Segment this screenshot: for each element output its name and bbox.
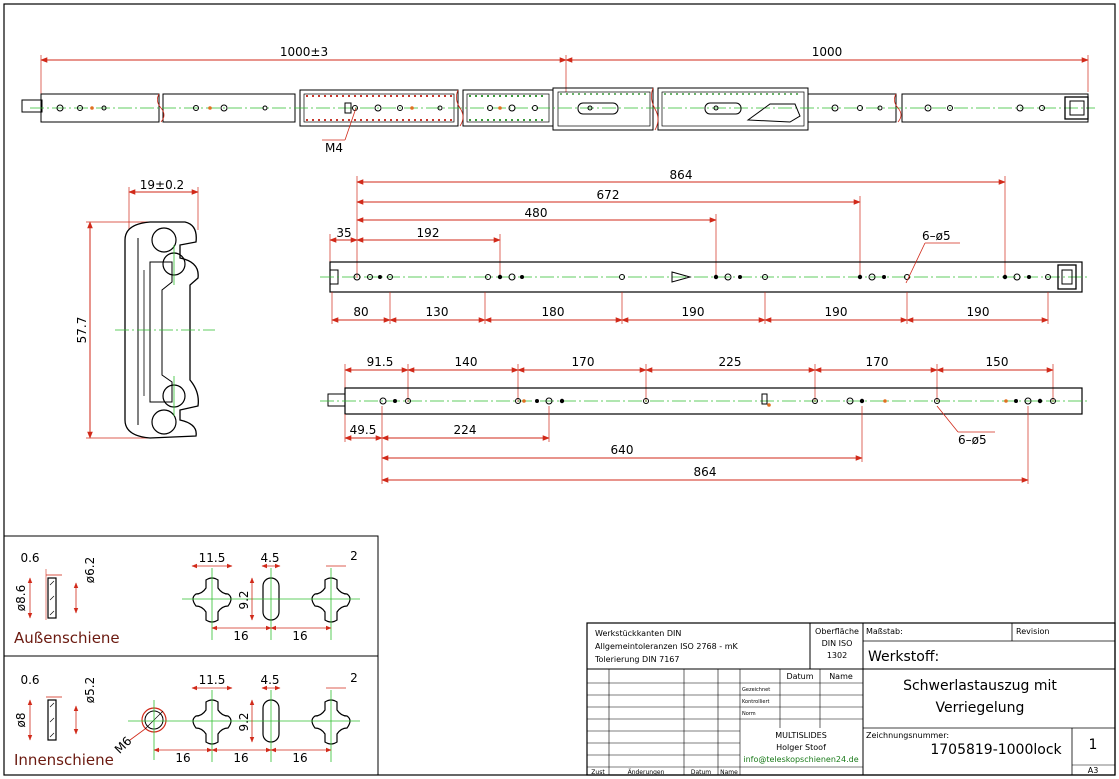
cross-section-view: 19±0.2 57.7: [75, 178, 215, 439]
outer-hole-label: 6–ø5: [922, 229, 951, 243]
top-view: 1000±3 1000: [21, 45, 1095, 155]
svg-text:16: 16: [292, 629, 307, 643]
dim-outer-672: 672: [597, 188, 620, 202]
thread-label-m4: M4: [325, 141, 343, 155]
tb-company-1: MULTISLIDES: [775, 731, 827, 740]
svg-text:9.2: 9.2: [237, 590, 251, 609]
inner-detail-label: Innenschiene: [14, 751, 114, 769]
tb-note-2: Allgemeintoleranzen ISO 2768 - mK: [595, 642, 739, 651]
title-block: [586, 622, 1116, 776]
tb-sheet-no: 1: [1089, 737, 1098, 753]
tb-surface-1: Oberfläche: [815, 627, 859, 636]
tb-title-1: Schwerlastauszug mit: [903, 678, 1057, 694]
dim-outer-864: 864: [670, 168, 693, 182]
svg-text:11.5: 11.5: [199, 551, 226, 565]
dim-inner-170-b: 170: [866, 355, 889, 369]
dim-outer-130: 130: [426, 305, 449, 319]
dim-top-right: 1000: [812, 45, 843, 59]
inner-hole-label: 6–ø5: [958, 433, 987, 447]
svg-text:ø6.2: ø6.2: [83, 557, 97, 583]
tb-note-1: Werkstückkanten DIN: [595, 629, 681, 638]
svg-text:16: 16: [292, 751, 307, 765]
svg-text:M6: M6: [112, 734, 135, 757]
tb-row-3: Norm: [742, 711, 756, 717]
outer-detail-label: Außenschiene: [14, 629, 120, 647]
dim-outer-192: 192: [417, 226, 440, 240]
inner-rail-view: 91.5 140 170 225 170 150 6–ø5: [320, 355, 1090, 484]
tb-surface-3: 1302: [827, 651, 847, 660]
dim-section-height: 57.7: [75, 317, 89, 344]
svg-text:16: 16: [175, 751, 190, 765]
dim-outer-190-a: 190: [682, 305, 705, 319]
svg-text:0.6: 0.6: [20, 673, 39, 687]
tb-col-name: Name: [829, 672, 853, 681]
tb-col-datum: Datum: [786, 672, 813, 681]
svg-text:9.2: 9.2: [237, 712, 251, 731]
dim-inner-225: 225: [719, 355, 742, 369]
tb-revision-label: Revision: [1016, 627, 1049, 636]
svg-text:2: 2: [350, 671, 358, 685]
svg-text:2: 2: [350, 549, 358, 563]
dim-inner-150: 150: [986, 355, 1009, 369]
dim-outer-480: 480: [525, 206, 548, 220]
tb-title-2: Verriegelung: [936, 700, 1025, 716]
dim-inner-864: 864: [694, 465, 717, 479]
tb-material-label: Werkstoff:: [868, 649, 939, 665]
tb-row-2: Kontrolliert: [742, 699, 770, 705]
svg-text:11.5: 11.5: [199, 673, 226, 687]
dim-inner-140: 140: [455, 355, 478, 369]
svg-text:ø5.2: ø5.2: [83, 677, 97, 703]
tb-foot-zust: Zust: [591, 769, 605, 776]
dim-inner-91-5: 91.5: [367, 355, 394, 369]
dim-section-width: 19±0.2: [140, 178, 184, 192]
tb-format: A3: [1088, 766, 1099, 775]
detail-outer: 0.6 ø6.2 ø8.6 Außenschiene 11.5 4.5 2: [14, 549, 360, 647]
tb-note-3: Tolerierung DIN 7167: [594, 655, 679, 664]
outer-rail-view: 864 672 480 192 35 6–ø5: [320, 168, 1090, 324]
dim-outer-35: 35: [336, 226, 351, 240]
svg-text:0.6: 0.6: [20, 551, 39, 565]
tb-foot-aend: Änderungen: [628, 769, 665, 776]
sheet-frame: [3, 3, 1116, 776]
tb-drawing-no-label: Zeichnungsnummer:: [866, 731, 949, 740]
tb-foot-datum: Datum: [691, 769, 711, 776]
tb-drawing-no: 1705819-1000lock: [930, 742, 1062, 758]
tb-company-2: Holger Stoof: [776, 743, 826, 752]
svg-text:16: 16: [233, 751, 248, 765]
svg-text:4.5: 4.5: [260, 673, 279, 687]
title-block-text: Werkstückkanten DIN Allgemeintoleranzen …: [591, 627, 1098, 776]
dim-inner-640: 640: [611, 443, 634, 457]
dim-outer-180: 180: [542, 305, 565, 319]
svg-text:4.5: 4.5: [260, 551, 279, 565]
tb-email-link[interactable]: info@teleskopschienen24.de: [743, 755, 858, 764]
dim-outer-190-b: 190: [825, 305, 848, 319]
dim-outer-80: 80: [353, 305, 368, 319]
svg-text:ø8.6: ø8.6: [14, 585, 28, 611]
detail-panel: 0.6 ø6.2 ø8.6 Außenschiene 11.5 4.5 2: [3, 535, 379, 776]
dim-inner-170-a: 170: [572, 355, 595, 369]
dim-inner-49-5: 49.5: [350, 423, 377, 437]
tb-row-1: Gezeichnet: [742, 687, 770, 693]
dim-inner-224: 224: [454, 423, 477, 437]
tb-foot-name: Name: [720, 769, 738, 776]
svg-text:ø8: ø8: [14, 713, 28, 728]
svg-text:16: 16: [233, 629, 248, 643]
detail-inner: 0.6 ø5.2 ø8 Innenschiene M6 11.5 4.5 2: [14, 671, 360, 769]
tb-scale-label: Maßstab:: [866, 627, 903, 636]
dim-outer-190-c: 190: [967, 305, 990, 319]
tb-surface-2: DIN ISO: [822, 639, 853, 648]
dim-top-left: 1000±3: [280, 45, 328, 59]
